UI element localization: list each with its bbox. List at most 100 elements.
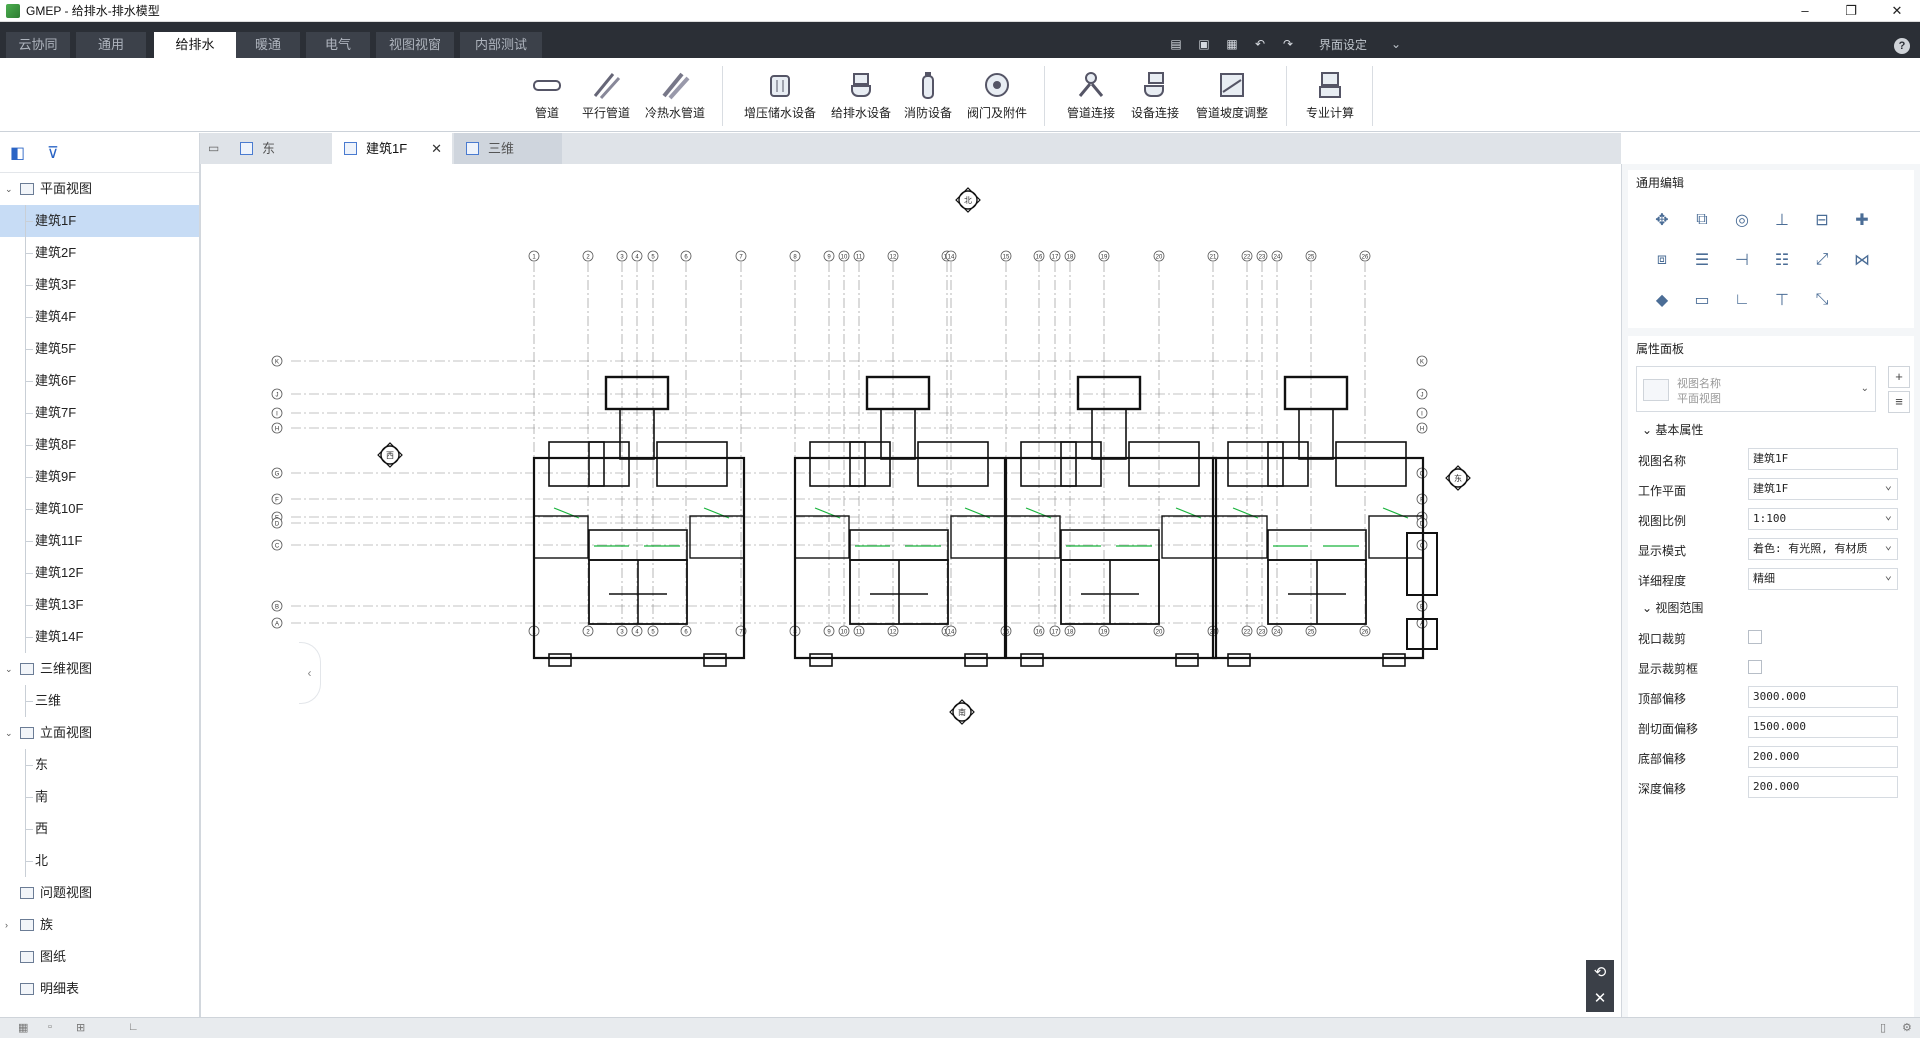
- chevron-down-icon[interactable]: ⌄: [1391, 37, 1402, 51]
- tab-view-window[interactable]: 视图视窗: [376, 32, 454, 58]
- add-view-icon[interactable]: +: [1888, 366, 1910, 388]
- tree-group[interactable]: ›族: [0, 909, 199, 941]
- maximize-button[interactable]: ❐: [1845, 3, 1857, 18]
- view-tab-3d[interactable]: 三维: [454, 133, 562, 164]
- tree-item[interactable]: 建筑3F: [0, 269, 199, 301]
- property-input[interactable]: 200.000: [1748, 776, 1898, 798]
- tree-item[interactable]: 三维: [0, 685, 199, 717]
- expand-arrow-icon[interactable]: ⌄: [5, 664, 13, 674]
- save-icon[interactable]: ▦: [1226, 37, 1238, 51]
- align-icon[interactable]: ⊥: [1775, 212, 1789, 229]
- ribbon-slope-adjust-button[interactable]: 管道坡度调整: [1190, 64, 1274, 128]
- property-input[interactable]: 3000.000: [1748, 686, 1898, 708]
- view-tab-east[interactable]: 东: [228, 133, 330, 164]
- ribbon-booster-tank-button[interactable]: 增压储水设备: [738, 64, 822, 128]
- tree-item[interactable]: 建筑13F: [0, 589, 199, 621]
- ribbon-equipment-connect-button[interactable]: 设备连接: [1124, 64, 1186, 128]
- copy-icon[interactable]: ⧉: [1696, 211, 1708, 228]
- ribbon-parallel-pipe-button[interactable]: 平行管道: [578, 64, 634, 128]
- filter-icon[interactable]: ⊽: [47, 144, 59, 162]
- tree-item[interactable]: 建筑1F: [0, 205, 199, 237]
- tile-view-icon[interactable]: ⊞: [76, 1022, 86, 1034]
- property-checkbox[interactable]: [1748, 630, 1762, 644]
- eraser-icon[interactable]: ◆: [1655, 292, 1669, 309]
- ribbon-calculation-button[interactable]: 专业计算: [1300, 64, 1360, 128]
- view-tab-floor1[interactable]: 建筑1F✕: [332, 133, 452, 164]
- grid-view-icon[interactable]: ▦: [18, 1022, 29, 1034]
- pin-icon[interactable]: ⊤: [1775, 292, 1789, 309]
- property-select[interactable]: 1:100: [1748, 505, 1898, 530]
- tree-item[interactable]: 建筑2F: [0, 237, 199, 269]
- status-panel-icon[interactable]: ▯: [1880, 1022, 1887, 1034]
- view-list-icon[interactable]: ≡: [1888, 391, 1910, 413]
- close-view-icon[interactable]: ✕: [1593, 990, 1607, 1007]
- ribbon-pipe-connect-button[interactable]: 管道连接: [1058, 64, 1124, 128]
- property-input[interactable]: 1500.000: [1748, 716, 1898, 738]
- tab-electrical[interactable]: 电气: [306, 32, 370, 58]
- match-icon[interactable]: ⤡: [1815, 291, 1829, 308]
- mirror-icon[interactable]: ⋈: [1854, 252, 1870, 269]
- ribbon-pipe-button[interactable]: 管道: [522, 64, 572, 128]
- tree-item[interactable]: 北: [0, 845, 199, 877]
- tab-internal-test[interactable]: 内部测试: [460, 32, 542, 58]
- tree-group[interactable]: 图纸: [0, 941, 199, 973]
- split-icon[interactable]: ⊟: [1815, 212, 1829, 229]
- property-select[interactable]: 建筑1F: [1748, 475, 1898, 500]
- new-file-icon[interactable]: ▤: [1170, 37, 1182, 51]
- ribbon-valve-button[interactable]: 阀门及附件: [962, 64, 1032, 128]
- expand-arrow-icon[interactable]: ⌄: [5, 184, 13, 194]
- coordinate-icon[interactable]: ∟: [128, 1021, 139, 1033]
- join-icon[interactable]: ✚: [1855, 212, 1869, 229]
- tree-item[interactable]: 南: [0, 781, 199, 813]
- ribbon-fire-equipment-button[interactable]: 消防设备: [900, 64, 956, 128]
- close-window-button[interactable]: ✕: [1891, 3, 1903, 18]
- offset-icon[interactable]: ☰: [1694, 252, 1710, 269]
- angle-icon[interactable]: ∟: [1734, 291, 1750, 308]
- tab-plumbing[interactable]: 给排水: [154, 32, 236, 58]
- tree-group[interactable]: ⌄平面视图: [0, 173, 199, 205]
- minimize-button[interactable]: –: [1801, 3, 1809, 18]
- scale-icon[interactable]: ⤢: [1815, 251, 1829, 268]
- reset-view-icon[interactable]: ⟲: [1593, 964, 1607, 981]
- tree-group[interactable]: ⌄三维视图: [0, 653, 199, 685]
- view-range-header[interactable]: ⌄ 视图范围: [1642, 601, 1704, 615]
- small-view-icon[interactable]: ▫: [48, 1021, 52, 1033]
- tree-item[interactable]: 建筑5F: [0, 333, 199, 365]
- ribbon-hot-cold-pipe-button[interactable]: 冷热水管道: [640, 64, 710, 128]
- undo-icon[interactable]: ↶: [1254, 37, 1266, 51]
- tree-item[interactable]: 建筑10F: [0, 493, 199, 525]
- tree-item[interactable]: 建筑11F: [0, 525, 199, 557]
- property-input[interactable]: 200.000: [1748, 746, 1898, 768]
- tree-item[interactable]: 建筑7F: [0, 397, 199, 429]
- floor-plan-drawing[interactable]: 1122334455667788991010111112121313141415…: [201, 164, 1622, 1017]
- tree-item[interactable]: 建筑9F: [0, 461, 199, 493]
- panel-layout-icon[interactable]: ◧: [10, 144, 26, 162]
- measure-icon[interactable]: ▭: [1694, 292, 1710, 309]
- trim-icon[interactable]: ⊣: [1735, 252, 1749, 269]
- tab-hvac[interactable]: 暖通: [236, 32, 300, 58]
- array-icon[interactable]: ⧈: [1656, 251, 1668, 268]
- rotate-icon[interactable]: ◎: [1735, 212, 1749, 229]
- property-input[interactable]: 建筑1F: [1748, 448, 1898, 470]
- settings-icon[interactable]: ⚙: [1902, 1022, 1912, 1034]
- property-select[interactable]: 着色: 有光照, 有材质: [1748, 535, 1898, 560]
- property-checkbox[interactable]: [1748, 660, 1762, 674]
- tree-group[interactable]: ⌄立面视图: [0, 717, 199, 749]
- basic-props-header[interactable]: ⌄ 基本属性: [1642, 423, 1704, 437]
- ribbon-plumbing-fixture-button[interactable]: 给排水设备: [826, 64, 896, 128]
- tab-cloud-collab[interactable]: 云协同: [6, 32, 70, 58]
- redo-icon[interactable]: ↷: [1282, 37, 1294, 51]
- tree-item[interactable]: 建筑12F: [0, 557, 199, 589]
- tree-group[interactable]: 问题视图: [0, 877, 199, 909]
- ui-settings-dropdown[interactable]: 界面设定: [1319, 37, 1368, 52]
- open-file-icon[interactable]: ▣: [1198, 37, 1210, 51]
- drawing-canvas[interactable]: 1122334455667788991010111112121313141415…: [200, 164, 1621, 1017]
- tree-item[interactable]: 建筑6F: [0, 365, 199, 397]
- tree-item[interactable]: 西: [0, 813, 199, 845]
- help-icon[interactable]: ?: [1894, 38, 1910, 54]
- close-tab-icon[interactable]: ✕: [431, 141, 442, 156]
- tree-item[interactable]: 建筑14F: [0, 621, 199, 653]
- view-type-selector[interactable]: 视图名称 平面视图 ⌄: [1636, 366, 1876, 412]
- expand-arrow-icon[interactable]: ›: [5, 920, 8, 930]
- tree-group[interactable]: 明细表: [0, 973, 199, 1005]
